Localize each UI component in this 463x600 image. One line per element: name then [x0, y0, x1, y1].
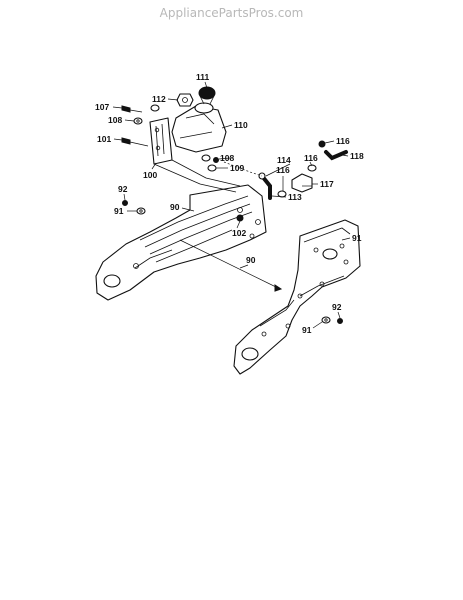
callout-116-low: 116 — [276, 165, 290, 175]
cross-rod — [179, 239, 279, 289]
leader-lines — [112, 81, 351, 329]
callout-107: 107 — [95, 102, 109, 112]
mounting-bracket — [149, 117, 241, 193]
callout-112: 112 — [152, 94, 166, 104]
callout-90-upper: 90 — [170, 202, 180, 212]
right-side-plate — [233, 219, 361, 375]
callout-116-top: 116 — [336, 136, 350, 146]
washer-108-alt — [150, 104, 160, 112]
callout-91-lower: 91 — [302, 325, 312, 335]
left-side-plate — [95, 184, 267, 301]
fastener-92-left — [122, 200, 128, 206]
rod-118 — [318, 140, 348, 161]
callout-108: 108 — [108, 115, 122, 125]
callout-100: 100 — [143, 170, 157, 180]
callout-92-right: 92 — [332, 302, 342, 312]
callout-110: 110 — [234, 120, 248, 130]
callout-108-lower: 108 — [220, 153, 234, 163]
callout-113: 113 — [288, 192, 302, 202]
callout-90-lower: 90 — [246, 255, 256, 265]
callout-114: 114 — [277, 155, 291, 165]
callout-116-mid: 116 — [304, 153, 318, 163]
callout-118: 118 — [350, 151, 364, 161]
callout-117: 117 — [320, 179, 334, 189]
callout-109: 109 — [230, 163, 244, 173]
callout-92-left: 92 — [118, 184, 128, 194]
bolt-107 — [121, 105, 143, 113]
callout-91-right: 91 — [352, 233, 362, 243]
knob-111 — [198, 86, 216, 105]
bolt-102 — [236, 214, 244, 222]
washer-108-lower — [201, 154, 219, 163]
washer-91-left — [136, 207, 146, 215]
washer-91-right — [321, 316, 331, 324]
bolt-101 — [121, 137, 149, 147]
nut-109 — [207, 164, 217, 172]
fastener-92-right — [337, 318, 343, 324]
washer-108 — [133, 117, 143, 125]
callout-102: 102 — [232, 228, 246, 238]
callout-91-left: 91 — [114, 206, 124, 216]
callout-101: 101 — [97, 134, 111, 144]
connector-117 — [277, 164, 317, 198]
nut-112 — [176, 93, 194, 107]
watermark: AppliancePartsPros.com — [159, 6, 304, 20]
chute-housing — [171, 102, 227, 153]
callout-111: 111 — [196, 72, 210, 82]
